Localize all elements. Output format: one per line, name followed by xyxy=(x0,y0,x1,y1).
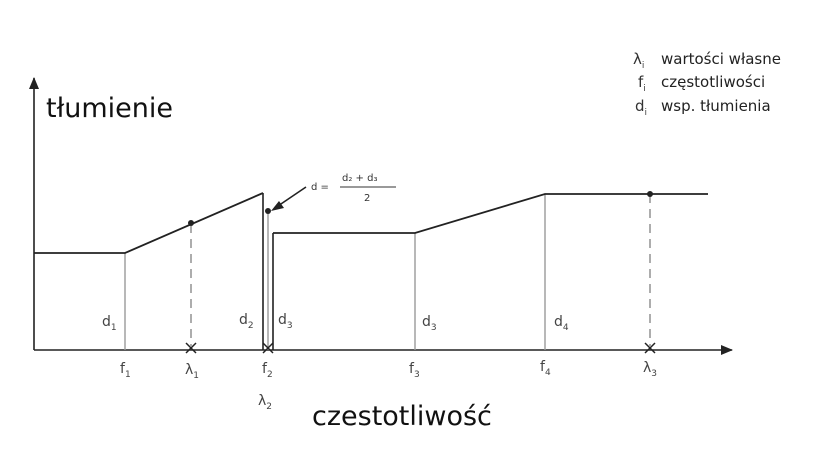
lambda3-cross xyxy=(644,342,656,354)
x-axis-title: czestotliwość xyxy=(312,401,492,432)
formula-numerator: d₂ + d₃ xyxy=(342,173,377,184)
label-d3-left: d3 xyxy=(278,312,293,331)
label-f1: f1 xyxy=(120,361,131,380)
formula-pointer-head xyxy=(271,201,284,211)
label-d3-right: d3 xyxy=(422,314,437,333)
damping-segment-1 xyxy=(34,192,264,254)
label-d2: d2 xyxy=(239,312,254,331)
lambda2-cross xyxy=(262,342,274,354)
formula-lhs: d = xyxy=(311,182,329,193)
lambda1-point xyxy=(188,220,194,226)
lambda3-point xyxy=(647,191,653,197)
label-d4: d4 xyxy=(554,314,569,333)
label-f4: f4 xyxy=(540,359,551,378)
label-f2: f2 xyxy=(262,361,273,380)
legend-symbol-f: fi xyxy=(638,73,646,94)
label-lambda2: λ2 xyxy=(258,393,272,412)
label-lambda3: λ3 xyxy=(643,360,657,379)
legend-text-frequencies: częstotliwości xyxy=(661,73,765,91)
legend-symbol-lambda: λi xyxy=(633,50,644,71)
average-formula: d = d₂ + d₃ 2 xyxy=(311,173,396,204)
label-f3: f3 xyxy=(409,361,420,380)
legend: λi wartości własne fi częstotliwości di … xyxy=(633,50,781,118)
legend-symbol-d: di xyxy=(635,97,647,118)
lambda1-cross xyxy=(185,342,197,354)
formula-denominator: 2 xyxy=(364,193,370,204)
damping-segment-2 xyxy=(273,193,708,234)
lambda2-point xyxy=(265,208,271,214)
label-lambda1: λ1 xyxy=(185,362,199,381)
legend-text-eigenvalues: wartości własne xyxy=(661,50,781,68)
legend-text-damping: wsp. tłumienia xyxy=(661,97,771,115)
y-axis-title: tłumienie xyxy=(46,93,173,124)
label-d1: d1 xyxy=(102,314,117,333)
